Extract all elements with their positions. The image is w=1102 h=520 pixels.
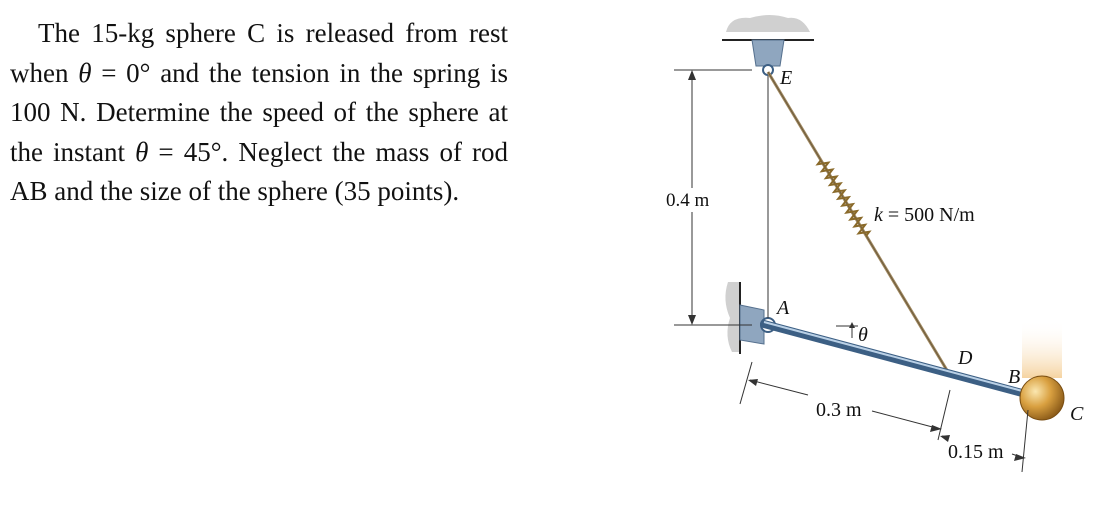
theta-symbol: θ (78, 57, 92, 88)
label-B: B (1008, 366, 1020, 388)
label-A: A (775, 297, 790, 319)
spring-constant-symbol: k (874, 204, 884, 226)
dimension-AD-label: 0.3 m (816, 399, 862, 421)
spring-constant-label: k = 500 N/m (874, 204, 975, 226)
label-C: C (1070, 403, 1084, 425)
label-D: D (957, 347, 973, 369)
label-E: E (779, 67, 792, 89)
label-theta: θ (858, 324, 868, 346)
ceiling-support (722, 15, 814, 76)
problem-statement: The 15-kg sphere C is released from rest… (10, 14, 508, 212)
dimension-vertical (674, 69, 752, 326)
sphere-glow (1022, 320, 1062, 378)
rod-AB (760, 320, 1030, 398)
dimension-DB-label: 0.15 m (948, 441, 1004, 463)
theta-symbol: θ (135, 136, 149, 167)
mechanism-figure: 0.4 m E A D B C θ 0.3 m 0.15 m k = (666, 15, 1084, 473)
theta-indicator (836, 322, 858, 338)
problem-text-3: = 45°. Neglect the mass of rod AB and th… (10, 136, 508, 207)
spring (815, 159, 872, 237)
pin-E (762, 64, 774, 76)
dimension-along-rod (739, 361, 1029, 473)
spring-constant-value: = 500 N/m (883, 204, 975, 226)
ceiling-bracket (751, 39, 785, 67)
ceiling-hatch (726, 15, 810, 32)
problem-text-2: = 0° and the tension in the spring is 10… (10, 57, 509, 167)
sphere-C (1019, 375, 1065, 421)
wall-hatch (725, 282, 740, 352)
problem-text-1: The 15-kg sphere C is released from rest… (10, 18, 508, 88)
dimension-vertical-label: 0.4 m (666, 190, 710, 211)
